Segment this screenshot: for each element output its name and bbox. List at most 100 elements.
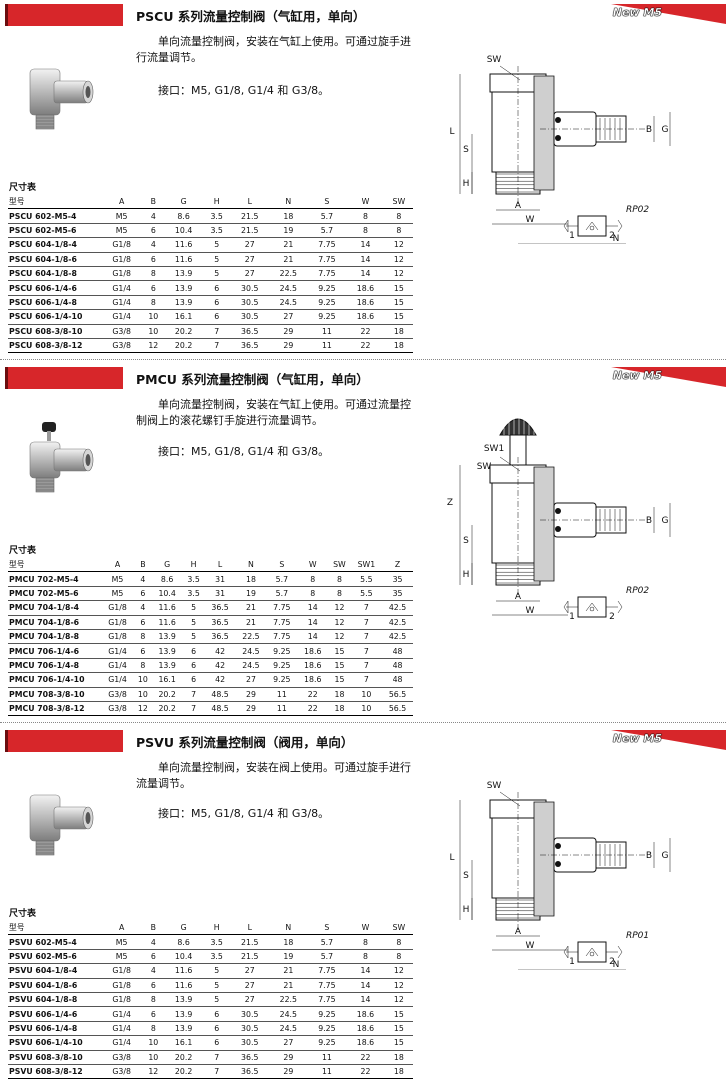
ports-text: 接口：M5, G1/8, G1/4 和 G3/8。 <box>158 445 330 458</box>
value-cell: M5 <box>101 934 143 950</box>
symbol-code: RP02 <box>626 586 649 596</box>
value-cell: 12 <box>328 629 351 645</box>
value-cell: 8 <box>384 949 413 965</box>
model-cell: PSVU 604-1/8-8 <box>8 992 101 1008</box>
value-cell: 42.5 <box>382 615 413 630</box>
value-cell: M5 <box>101 571 135 587</box>
value-cell: 10 <box>134 687 152 702</box>
value-cell: 29 <box>269 324 308 339</box>
value-cell: 11.6 <box>164 252 203 267</box>
value-cell: 6 <box>142 280 165 296</box>
value-cell: 30.5 <box>230 280 270 296</box>
model-cell: PMCU 704-1/8-8 <box>8 629 101 645</box>
dimension-label: 1 <box>569 957 575 967</box>
value-cell: 48 <box>382 658 413 674</box>
value-cell: 10 <box>142 1050 165 1065</box>
product-photo <box>29 422 94 493</box>
model-cell: PMCU 706-1/4-8 <box>8 658 101 674</box>
value-cell: 29 <box>269 338 308 354</box>
value-cell: 10.4 <box>164 949 203 965</box>
value-cell: 10 <box>142 324 165 339</box>
value-cell: G1/8 <box>101 252 143 267</box>
value-cell: 6 <box>202 280 231 296</box>
column-header: L <box>204 558 236 573</box>
new-badge: New M5 <box>611 730 726 750</box>
value-cell: 18 <box>328 687 351 702</box>
new-badge: New M5 <box>611 367 726 387</box>
value-cell: 6 <box>134 586 152 602</box>
value-cell: 18 <box>384 338 413 354</box>
section-separator <box>0 722 726 723</box>
dimension-label: A <box>515 927 522 937</box>
value-cell: 21.5 <box>230 949 270 965</box>
value-cell: 11.6 <box>151 615 183 630</box>
dimension-label: SW <box>487 781 502 791</box>
value-cell: 20.2 <box>164 338 203 354</box>
value-cell: 11.6 <box>151 600 183 616</box>
table-label: 尺寸表 <box>9 909 37 919</box>
value-cell: 13.9 <box>164 1021 203 1037</box>
value-cell: 20.2 <box>151 687 183 702</box>
value-cell: 42.5 <box>382 629 413 645</box>
value-cell: 36.5 <box>230 338 270 354</box>
dimension-label: L <box>449 127 454 137</box>
table-label: 尺寸表 <box>9 183 37 193</box>
value-cell: G1/4 <box>101 1006 143 1022</box>
value-cell: 6 <box>202 1006 231 1022</box>
dimension-label: 2 <box>609 957 615 967</box>
value-cell: G1/8 <box>101 600 135 616</box>
value-cell: 27 <box>230 252 270 267</box>
value-cell: 9.25 <box>307 1006 347 1022</box>
model-cell: PMCU 702-M5-4 <box>8 571 101 587</box>
value-cell: 7 <box>202 338 231 354</box>
value-cell: 5.5 <box>350 586 383 602</box>
dimension-label: A <box>515 201 522 211</box>
value-cell: 30.5 <box>230 1035 270 1051</box>
value-cell: 3.5 <box>202 208 231 224</box>
value-cell: 12 <box>384 992 413 1008</box>
value-cell: 24.5 <box>269 280 308 296</box>
column-header: SW <box>384 921 413 936</box>
value-cell: 14 <box>346 963 385 979</box>
value-cell: 22 <box>346 1050 385 1065</box>
value-cell: 24.5 <box>269 1021 308 1037</box>
value-cell: 7.75 <box>307 266 347 282</box>
value-cell: 7 <box>350 629 383 645</box>
value-cell: 15 <box>328 672 351 688</box>
value-cell: 27 <box>230 963 270 979</box>
value-cell: 6 <box>134 643 152 659</box>
value-cell: 18.6 <box>346 295 385 311</box>
value-cell: 12 <box>384 978 413 993</box>
value-cell: 36.5 <box>204 615 236 630</box>
value-cell: 15 <box>384 280 413 296</box>
value-cell: 7 <box>202 1050 231 1065</box>
dimension-label: Z <box>447 498 453 508</box>
value-cell: 30.5 <box>230 1021 270 1037</box>
value-cell: 6 <box>182 643 205 659</box>
value-cell: 3.5 <box>202 949 231 965</box>
value-cell: 15 <box>384 295 413 311</box>
column-header: W <box>297 558 329 573</box>
value-cell: 14 <box>346 978 385 993</box>
value-cell: 11 <box>266 687 298 702</box>
value-cell: 4 <box>134 600 152 616</box>
value-cell: 15 <box>384 1021 413 1037</box>
symbol-code: RP02 <box>626 205 649 215</box>
value-cell: 6 <box>134 615 152 630</box>
value-cell: 19 <box>235 586 267 602</box>
model-cell: PMCU 706-1/4-6 <box>8 643 101 659</box>
value-cell: 5.7 <box>307 949 347 965</box>
value-cell: 7 <box>182 701 205 717</box>
symbol-code: RP01 <box>626 931 649 941</box>
value-cell: G1/8 <box>101 237 143 253</box>
dimension-label: 1 <box>569 231 575 241</box>
value-cell: 15 <box>384 309 413 325</box>
value-cell: 13.9 <box>164 1006 203 1022</box>
